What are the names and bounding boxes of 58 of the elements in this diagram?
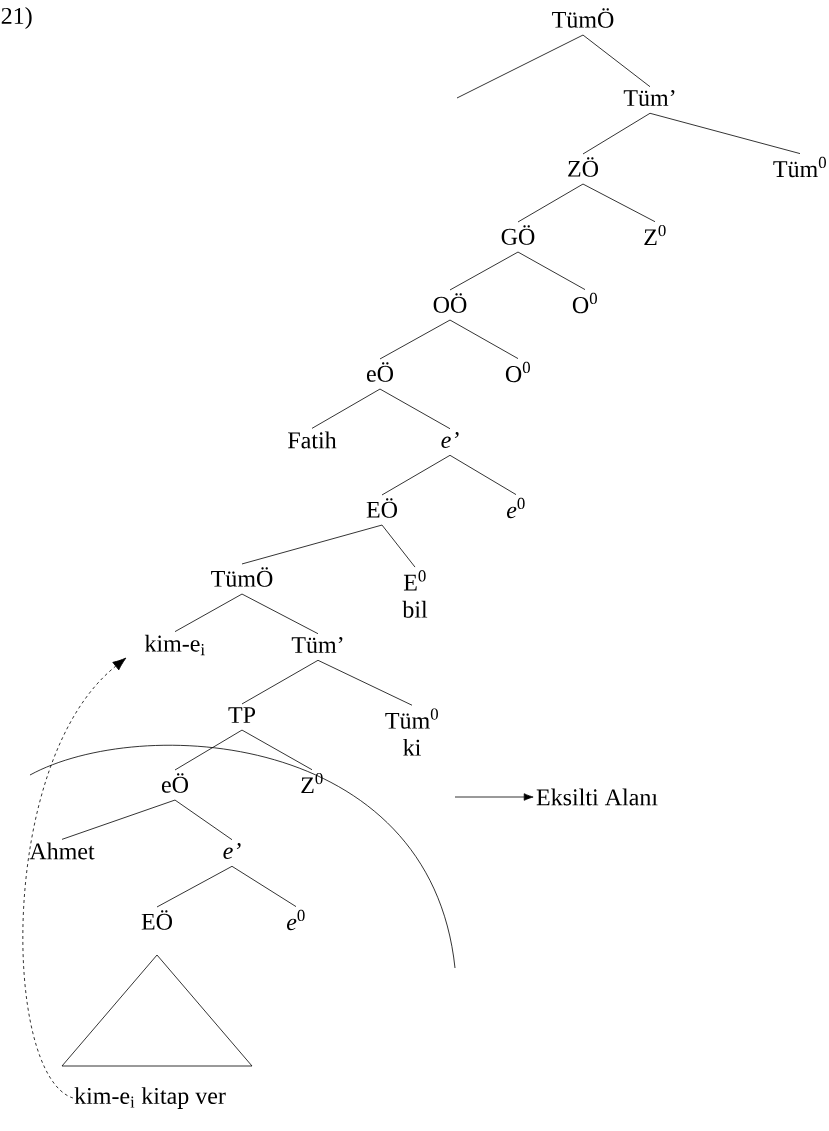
head-label: Tüm$^{0}$ ki — [385, 708, 438, 756]
head-label: E$^{0}$ bil — [402, 570, 428, 618]
category-label: e’ — [223, 842, 241, 860]
category-label: Z$^{0}$ — [644, 224, 666, 246]
tree-branch — [241, 729, 313, 771]
category-label: O$^{0}$ — [572, 292, 597, 314]
category-label: EÖ — [141, 910, 172, 930]
tree-branch — [456, 34, 584, 99]
tree-branch — [517, 183, 584, 223]
category-label: e’ — [441, 431, 459, 449]
category-label: e$^{0}$ — [506, 497, 525, 519]
tree-branch — [61, 799, 176, 840]
category-label: OÖ — [433, 293, 467, 313]
movement-arrow — [22, 657, 127, 1099]
tree-branch — [174, 729, 243, 771]
category-label: Tüm’ — [291, 636, 343, 654]
category-label: TümÖ — [552, 8, 614, 28]
arrow — [454, 793, 534, 801]
tree-branch — [379, 319, 451, 360]
category-label: Fatih — [288, 431, 337, 449]
category-label: TümÖ — [211, 567, 273, 587]
category-label: Tüm$^{0}$ — [773, 156, 826, 178]
tree-branch — [582, 112, 651, 155]
tree-branch — [449, 251, 519, 291]
category-label: TP — [228, 707, 256, 723]
tree-branch — [379, 388, 451, 430]
category-label: kim-e$_{i}$ — [144, 634, 205, 656]
category-label: e$^{0}$ — [286, 909, 305, 931]
category-label: eÖ — [161, 773, 188, 793]
tree-branch — [156, 865, 233, 908]
tree-branch — [517, 251, 586, 290]
tree-branch — [649, 112, 801, 154]
tree-branch — [381, 524, 416, 568]
category-label: EÖ — [366, 498, 397, 518]
tree-branch — [449, 454, 517, 495]
node-label: kim-e$_{i}$ kitap ver — [74, 1087, 226, 1109]
category-label: GÖ — [501, 225, 535, 245]
tree-branch — [381, 454, 451, 496]
tree-branch — [449, 319, 519, 359]
category-label: Ahmet — [29, 842, 95, 860]
example-number: 21) — [1, 7, 32, 29]
category-label: eÖ — [366, 362, 393, 382]
category-label: ZÖ — [568, 157, 598, 177]
category-label: Tüm’ — [623, 89, 675, 107]
category-label: Eksilti Alanı — [536, 788, 658, 806]
tree-branch — [311, 388, 381, 429]
tree-branch — [231, 865, 297, 907]
tree-branch — [174, 593, 243, 632]
tree-branch — [241, 659, 319, 705]
roof-triangle: kim-e$_{i}$ kitap ver — [61, 954, 253, 1109]
category-label: Z$^{0}$ — [301, 772, 323, 794]
tree-branch — [317, 659, 413, 706]
tree-branch — [241, 524, 383, 565]
tree-branch — [241, 593, 319, 635]
tree-branch — [582, 183, 656, 223]
tree-branch — [582, 34, 651, 88]
tree-branch — [174, 799, 233, 841]
category-label: O$^{0}$ — [505, 361, 530, 383]
